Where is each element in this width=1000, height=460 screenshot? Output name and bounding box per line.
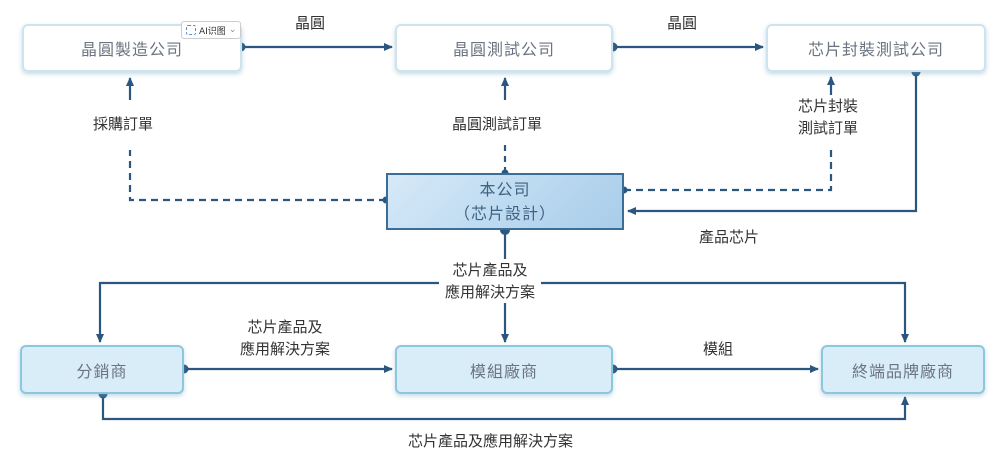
- node-company-title: 本公司: [479, 179, 531, 199]
- node-packaging-tester-label: 芯片封裝測試公司: [807, 40, 944, 59]
- label-bottom-solution: 芯片產品及應用解決方案: [408, 430, 574, 452]
- ai-badge-label: AI识图: [199, 26, 226, 37]
- label-wafer-1: 晶圓: [295, 12, 326, 34]
- label-center-solution-line1: 芯片產品及: [452, 261, 528, 279]
- ai-scan-icon: [186, 25, 196, 35]
- edge-packaging-order: [624, 150, 833, 192]
- node-distributor-label: 分銷商: [76, 361, 128, 381]
- ai-recognize-button[interactable]: AI识图 ⌄: [181, 21, 242, 39]
- node-packaging-tester: 芯片封裝測試公司: [766, 24, 986, 72]
- node-brand-maker-label: 終端品牌廠商: [851, 361, 954, 381]
- node-module-maker: 模組廠商: [395, 345, 613, 394]
- label-distributor-solution-line1: 芯片產品及: [247, 318, 323, 336]
- label-center-solution-line2: 應用解決方案: [445, 283, 536, 301]
- label-distributor-solution-line2: 應用解決方案: [240, 340, 331, 358]
- node-wafer-tester-label: 晶圓測試公司: [452, 40, 555, 59]
- edge-center-to-brand: [505, 281, 909, 343]
- chevron-down-icon: ⌄: [228, 25, 237, 35]
- node-brand-maker: 終端品牌廠商: [821, 345, 985, 394]
- edge-center-to-distributor: [96, 281, 505, 343]
- label-packaging-order-line2: 測試訂單: [798, 119, 859, 137]
- node-company: 本公司 （芯片設計）: [386, 173, 624, 230]
- label-wafer-2: 晶圓: [667, 12, 698, 34]
- node-distributor: 分銷商: [20, 345, 184, 394]
- edge-distributor-to-brand: [101, 394, 909, 421]
- node-module-maker-label: 模組廠商: [469, 361, 538, 381]
- label-product-chip: 產品芯片: [699, 226, 760, 248]
- label-packaging-order-line1: 芯片封裝: [798, 97, 859, 115]
- label-distributor-solution: 芯片產品及 應用解決方案: [240, 316, 331, 360]
- edge-purchase-order: [128, 150, 386, 202]
- node-wafer-maker-label: 晶圓製造公司: [80, 40, 183, 59]
- label-center-solution: 芯片產品及 應用解決方案: [439, 259, 542, 303]
- label-wafer-test-order: 晶圓測試訂單: [452, 113, 543, 135]
- node-company-subtitle: （芯片設計）: [453, 203, 556, 223]
- label-purchase-order: 採購訂單: [93, 113, 154, 135]
- label-packaging-order: 芯片封裝 測試訂單: [798, 95, 859, 139]
- node-wafer-tester: 晶圓測試公司: [395, 24, 613, 72]
- edge-product-chip: [627, 72, 918, 215]
- label-module: 模組: [703, 338, 734, 360]
